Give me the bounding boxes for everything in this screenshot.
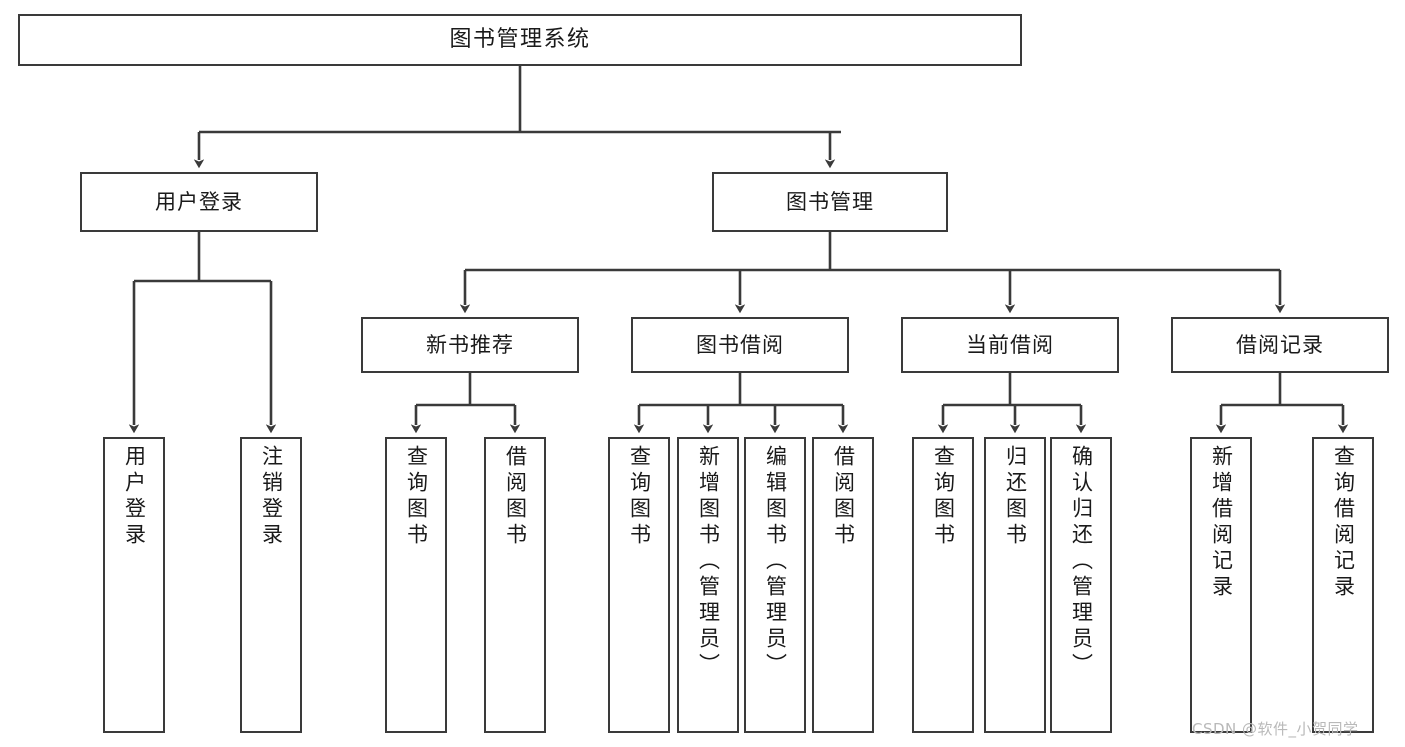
leaf-borrow-book-recommend[interactable]: 借阅图书 [484,437,546,733]
node-label: 查询借阅记录 [1331,445,1356,601]
node-label: 查询图书 [931,445,956,549]
node-book-management[interactable]: 图书管理 [712,172,948,232]
leaf-edit-book-admin[interactable]: 编辑图书（管理员） [744,437,806,733]
node-label: 借阅记录 [1236,332,1324,357]
node-label: 用户登录 [122,445,147,549]
node-label: 图书管理系统 [449,27,591,53]
leaf-query-book-recommend[interactable]: 查询图书 [385,437,447,733]
node-label: 借阅图书 [831,445,856,549]
node-label: 查询图书 [404,445,429,549]
node-root-system[interactable]: 图书管理系统 [18,14,1022,66]
node-label: 注销登录 [259,445,284,549]
node-label: 用户登录 [155,189,243,214]
node-label: 新增借阅记录 [1209,445,1234,601]
node-label: 归还图书 [1003,445,1028,549]
leaf-confirm-return-admin[interactable]: 确认归还（管理员） [1050,437,1112,733]
node-label: 借阅图书 [503,445,528,549]
leaf-return-book[interactable]: 归还图书 [984,437,1046,733]
node-label: 新书推荐 [426,332,514,357]
node-label: 确认归还（管理员） [1069,445,1094,679]
csdn-watermark: CSDN @软件_小贺同学 [1192,720,1359,738]
leaf-borrow-book[interactable]: 借阅图书 [812,437,874,733]
node-label: 查询图书 [627,445,652,549]
node-user-login[interactable]: 用户登录 [80,172,318,232]
node-current-borrow[interactable]: 当前借阅 [901,317,1119,373]
leaf-add-book-admin[interactable]: 新增图书（管理员） [677,437,739,733]
leaf-add-borrow-record[interactable]: 新增借阅记录 [1190,437,1252,733]
node-book-borrow[interactable]: 图书借阅 [631,317,849,373]
leaf-query-borrow-record[interactable]: 查询借阅记录 [1312,437,1374,733]
node-label: 新增图书（管理员） [696,445,721,679]
leaf-user-login[interactable]: 用户登录 [103,437,165,733]
node-label: 编辑图书（管理员） [763,445,788,679]
leaf-query-book-borrow[interactable]: 查询图书 [608,437,670,733]
leaf-logout[interactable]: 注销登录 [240,437,302,733]
leaf-query-book-current[interactable]: 查询图书 [912,437,974,733]
node-label: 当前借阅 [966,332,1054,357]
node-label: 图书管理 [786,189,874,214]
node-new-book-recommend[interactable]: 新书推荐 [361,317,579,373]
node-borrow-record[interactable]: 借阅记录 [1171,317,1389,373]
node-label: 图书借阅 [696,332,784,357]
